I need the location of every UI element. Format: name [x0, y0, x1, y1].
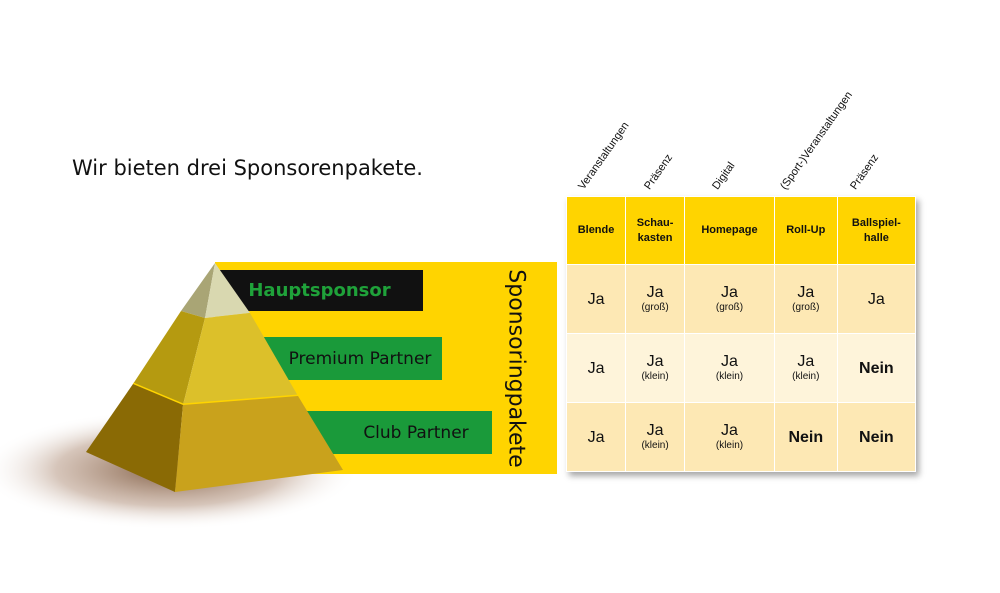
table-header-row: Blende Schau- kasten Homepage Roll-Up Ba… — [565, 196, 917, 265]
table-cell: Nein — [773, 402, 838, 472]
tier-label: Premium Partner — [288, 348, 432, 369]
category-label: (Sport-)Veranstaltungen — [778, 89, 855, 192]
table-cell: Ja(groß) — [773, 264, 838, 334]
table-cell: Nein — [836, 402, 917, 472]
category-label: Digital — [710, 160, 738, 192]
column-header: Schau- kasten — [625, 196, 686, 265]
column-header: Roll-Up — [773, 196, 838, 265]
tier-label: Hauptsponsor — [248, 280, 391, 301]
table-cell: Ja(groß) — [625, 264, 686, 334]
tier-hauptsponsor: Hauptsponsor — [216, 270, 423, 311]
table-cell: Ja(klein) — [625, 333, 686, 403]
pyramid-divider — [132, 382, 184, 407]
table-cell: Ja(klein) — [684, 402, 775, 472]
side-label: Sponsoringpakete — [486, 262, 546, 474]
table-row: Ja Ja(groß) Ja(groß) Ja(groß) Ja — [565, 264, 917, 334]
table-cell: Ja(klein) — [684, 333, 775, 403]
table-cell: Ja — [565, 333, 627, 403]
table-cell: Ja — [836, 264, 917, 334]
table-cell: Ja(groß) — [684, 264, 775, 334]
column-header: Ballspiel- halle — [836, 196, 917, 265]
pyramid-cap-left — [181, 263, 215, 318]
category-label: Veranstaltungen — [576, 119, 632, 192]
tier-premium-partner: Premium Partner — [260, 337, 442, 380]
column-header: Homepage — [684, 196, 775, 265]
category-label: Präsenz — [848, 152, 882, 192]
table-cell: Ja — [565, 402, 627, 472]
pyramid-base-left — [86, 384, 183, 492]
table-cell: Ja — [565, 264, 627, 334]
tier-club-partner: Club Partner — [300, 411, 492, 454]
page-title: Wir bieten drei Sponsorenpakete. — [72, 156, 423, 180]
side-label-text: Sponsoringpakete — [503, 268, 529, 468]
column-header: Blende — [565, 196, 627, 265]
category-label: Präsenz — [642, 152, 676, 192]
tier-label: Club Partner — [363, 422, 469, 443]
table-cell: Ja(klein) — [773, 333, 838, 403]
package-table: Blende Schau- kasten Homepage Roll-Up Ba… — [565, 196, 917, 472]
table-row: Ja Ja(klein) Ja(klein) Ja(klein) Nein — [565, 333, 917, 403]
table-row: Ja Ja(klein) Ja(klein) Nein Nein — [565, 402, 917, 472]
table-cell: Nein — [836, 333, 917, 403]
pyramid-mid-left — [133, 311, 205, 405]
table-cell: Ja(klein) — [625, 402, 686, 472]
